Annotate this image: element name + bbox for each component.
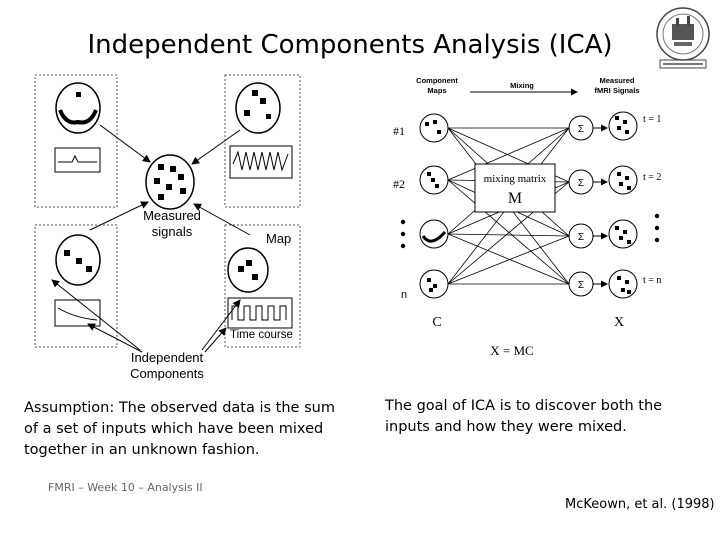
ica-mixing-model-diagram: Component Maps Mixing Measured fMRI Sign…	[393, 76, 661, 358]
measured-signals-label: signals	[152, 224, 193, 239]
svg-text:Σ: Σ	[578, 124, 584, 135]
component-map-icon	[419, 219, 449, 249]
component-box-top-left	[34, 74, 118, 208]
university-seal-logo	[656, 7, 710, 69]
sum-node: Σ	[568, 115, 594, 141]
brain-map-icon	[55, 234, 101, 286]
header-measured-signals: Measured	[599, 76, 634, 85]
citation: McKeown, et al. (1998)	[565, 497, 715, 512]
independent-components-label: Components	[130, 366, 204, 381]
map-label: Map	[266, 231, 291, 246]
equation: X = MC	[490, 343, 533, 358]
measured-brain-icon	[608, 269, 638, 299]
assumption-text: Assumption: The observed data is the sum…	[24, 400, 335, 458]
sum-node: Σ	[568, 169, 594, 195]
mixing-matrix-symbol: M	[508, 190, 522, 207]
sum-node: Σ	[568, 223, 594, 249]
header-component-maps: Maps	[427, 86, 446, 95]
slide-title: Independent Components Analysis (ICA)	[87, 30, 613, 60]
slide-footer: FMRI – Week 10 – Analysis II	[48, 481, 203, 494]
component-map-icon	[419, 113, 449, 143]
c-label: C	[432, 315, 441, 330]
row-label-n: n	[401, 289, 407, 301]
time-label-n: t = n	[643, 275, 661, 286]
time-course-plot	[54, 147, 101, 173]
brain-map-icon	[55, 82, 101, 134]
header-component-maps: Component	[416, 76, 458, 85]
time-course-label: Time course	[230, 329, 293, 341]
component-box-top-right	[224, 74, 301, 208]
header-measured-signals: fMRI Signals	[594, 86, 639, 95]
x-label: X	[614, 315, 624, 330]
component-box-bottom-left	[34, 224, 118, 348]
measured-signal-brain-icon	[145, 154, 195, 210]
independent-components-label: Independent	[131, 350, 204, 365]
mixing-matrix-label: mixing matrix	[484, 173, 547, 185]
sum-node: Σ	[568, 271, 594, 297]
ica-concept-diagram: Measured signals Map Time course Indepen…	[34, 74, 301, 381]
row-label-2: #2	[393, 177, 405, 191]
ellipsis-dots	[400, 219, 406, 249]
svg-text:Σ: Σ	[578, 178, 584, 189]
measured-brain-icon	[608, 165, 638, 195]
brain-map-icon	[227, 247, 269, 293]
svg-text:Σ: Σ	[578, 232, 584, 243]
goal-text: The goal of ICA is to discover both the …	[385, 398, 663, 435]
time-course-plot	[229, 145, 293, 179]
component-map-icon	[419, 269, 449, 299]
time-label-1: t = 1	[643, 114, 661, 125]
component-map-icon	[419, 165, 449, 195]
measured-signals-label: Measured	[143, 208, 201, 223]
ellipsis-dots	[654, 213, 660, 243]
measured-brain-icon	[608, 111, 638, 141]
header-mixing: Mixing	[510, 81, 534, 90]
row-label-1: #1	[393, 124, 405, 138]
time-course-plot	[227, 297, 293, 329]
time-label-2: t = 2	[643, 172, 661, 183]
brain-map-icon	[235, 82, 281, 134]
svg-text:Σ: Σ	[578, 280, 584, 291]
mixing-matrix-box	[474, 163, 556, 213]
measured-brain-icon	[608, 219, 638, 249]
component-box-bottom-right	[224, 224, 301, 348]
